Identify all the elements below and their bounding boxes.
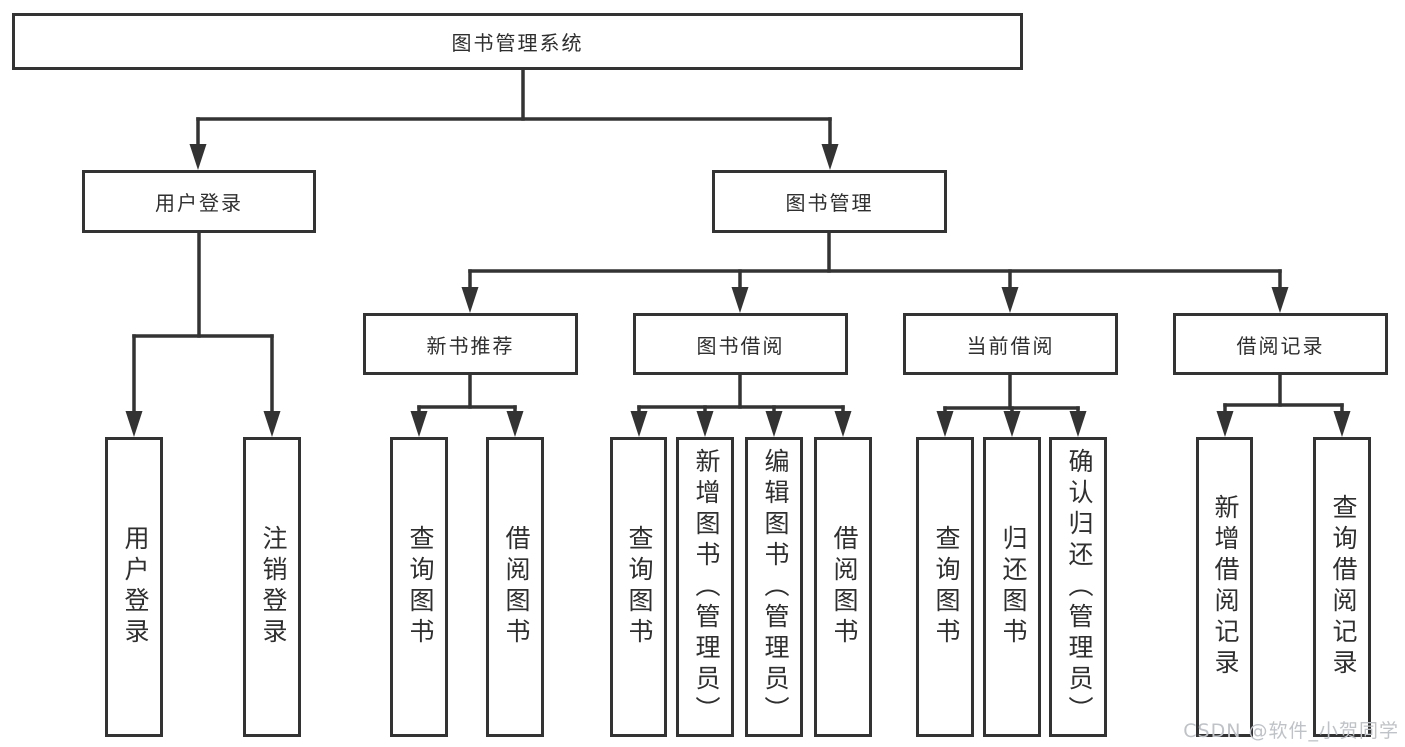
node-new-book-recommend: 新书推荐: [363, 313, 578, 375]
csdn-watermark: CSDN @软件_小贺同学: [1183, 720, 1399, 742]
leaf-add-borrow-record: 新增借阅记录: [1196, 437, 1253, 737]
edge-borrowrecord-to-leaves: [1216, 373, 1351, 437]
edge-newbook-to-leaves: [410, 373, 524, 437]
leaf-query-books-newbook: 查询图书: [390, 437, 448, 737]
leaf-query-books-current: 查询图书: [916, 437, 974, 737]
node-book-borrow: 图书借阅: [633, 313, 848, 375]
leaf-borrow-books-newbook: 借阅图书: [486, 437, 544, 737]
edge-bookmgmt-to-level3: [461, 231, 1289, 313]
leaf-add-books-admin: 新增图书（管理员）: [676, 437, 734, 737]
leaf-borrow-books: 借阅图书: [814, 437, 872, 737]
leaf-query-books-borrow: 查询图书: [610, 437, 667, 737]
node-current-borrow: 当前借阅: [903, 313, 1118, 375]
leaf-return-books: 归还图书: [983, 437, 1041, 737]
leaf-edit-books-admin: 编辑图书（管理员）: [745, 437, 803, 737]
edge-currentborrow-to-leaves: [936, 373, 1087, 437]
leaf-query-borrow-record: 查询借阅记录: [1313, 437, 1371, 737]
leaf-confirm-return-admin: 确认归还（管理员）: [1049, 437, 1107, 737]
leaf-user-login: 用户登录: [105, 437, 163, 737]
edge-userlogin-to-leaves: [125, 231, 281, 437]
node-root: 图书管理系统: [12, 13, 1023, 70]
leaf-logout: 注销登录: [243, 437, 301, 737]
node-book-management: 图书管理: [712, 170, 947, 233]
node-user-login: 用户登录: [82, 170, 316, 233]
node-borrow-records: 借阅记录: [1173, 313, 1388, 375]
edge-bookborrow-to-leaves: [630, 373, 852, 437]
edge-root-to-level2: [189, 68, 839, 170]
